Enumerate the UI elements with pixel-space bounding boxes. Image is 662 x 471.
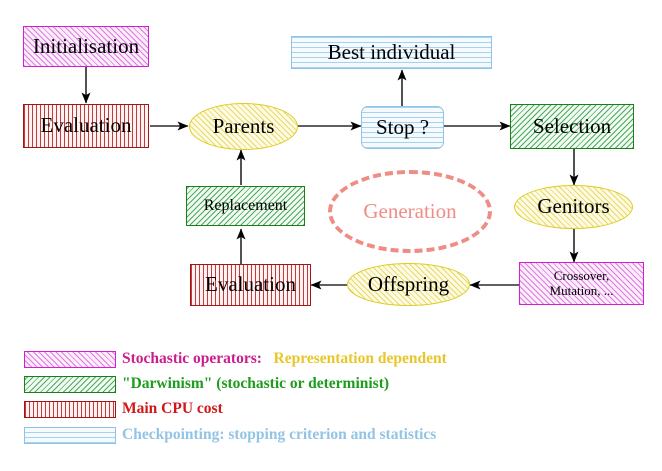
node-crossover-mutation[interactable]: Crossover, Mutation, ... <box>519 262 644 305</box>
node-selection[interactable]: Selection <box>510 104 634 149</box>
legend-label-stochastic-operators: Stochastic operators: Representation dep… <box>122 350 447 368</box>
node-genitors[interactable]: Genitors <box>514 185 633 229</box>
legend-swatch-magenta-diagonal-hatch-icon <box>24 351 116 368</box>
legend-label-checkpointing: Checkpointing: stopping criterion and st… <box>122 426 437 443</box>
legend-row-checkpointing: Checkpointing: stopping criterion and st… <box>0 422 662 448</box>
node-stop[interactable]: Stop ? <box>361 106 444 149</box>
node-crossover-mutation-label: Crossover, Mutation, ... <box>549 267 614 298</box>
node-evaluation-top[interactable]: Evaluation <box>23 104 149 148</box>
node-genitors-label: Genitors <box>537 194 610 219</box>
node-stop-label: Stop ? <box>375 114 430 139</box>
node-offspring-label: Offspring <box>367 271 450 296</box>
legend-swatch-green-diagonal-hatch-icon <box>24 376 116 393</box>
legend-row-stochastic-operators: Stochastic operators: Representation dep… <box>0 346 662 372</box>
node-offspring[interactable]: Offspring <box>347 263 470 306</box>
node-parents[interactable]: Parents <box>189 103 298 150</box>
node-best-individual[interactable]: Best individual <box>291 36 492 69</box>
node-generation-loop: Generation <box>328 170 492 253</box>
legend-swatch-blue-horizontal-hatch-icon <box>24 427 116 444</box>
legend: Stochastic operators: Representation dep… <box>0 340 662 460</box>
node-parents-label: Parents <box>212 113 275 138</box>
legend-swatch-red-vertical-hatch-icon <box>24 401 116 418</box>
node-replacement[interactable]: Replacement <box>186 186 305 226</box>
node-replacement-label: Replacement <box>203 196 288 214</box>
node-initialisation-label: Initialisation <box>32 33 140 58</box>
legend-label-representation-dependent: Representation dependent <box>273 350 447 367</box>
node-best-individual-label: Best individual <box>327 39 456 64</box>
node-evaluation-top-label: Evaluation <box>40 113 132 138</box>
node-selection-label: Selection <box>532 113 612 138</box>
node-evaluation-bottom[interactable]: Evaluation <box>190 264 311 306</box>
node-evaluation-bottom-label: Evaluation <box>205 272 296 297</box>
legend-label-main-cpu-cost: Main CPU cost <box>122 400 223 417</box>
node-initialisation[interactable]: Initialisation <box>23 26 149 67</box>
legend-row-main-cpu-cost: Main CPU cost <box>0 396 662 422</box>
legend-row-darwinism: "Darwinism" (stochastic or determinist) <box>0 371 662 397</box>
legend-label-darwinism: "Darwinism" (stochastic or determinist) <box>122 375 390 392</box>
legend-label-stochastic-operators-part1: Stochastic operators: <box>122 350 262 367</box>
node-generation-loop-label: Generation <box>363 198 457 223</box>
